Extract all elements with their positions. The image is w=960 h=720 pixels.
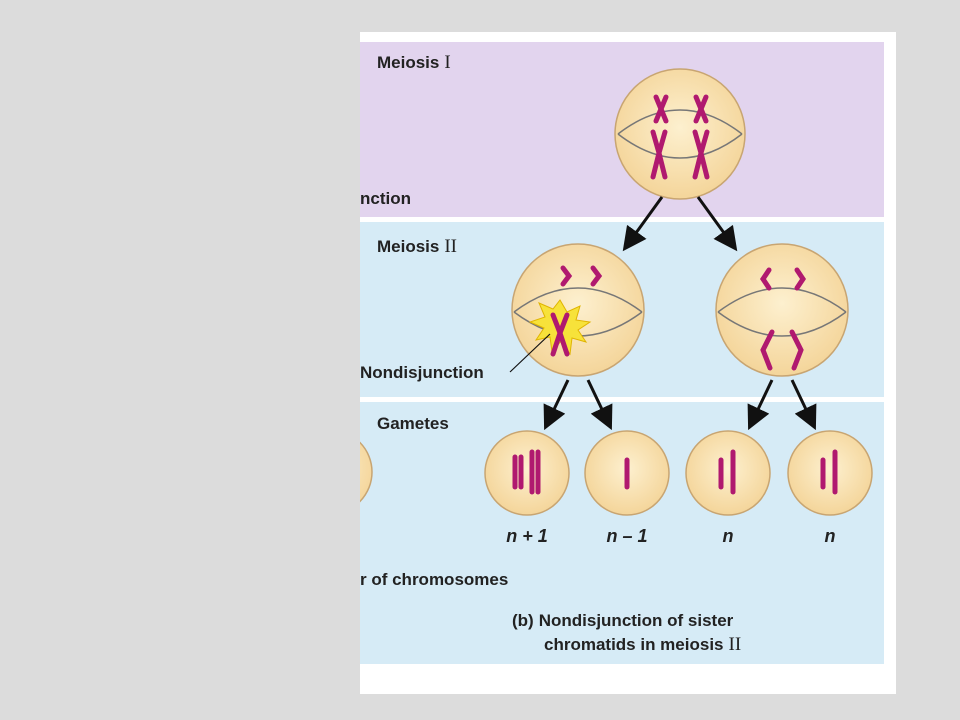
nondisjunction-partial-label: nction: [360, 189, 411, 208]
gamete-cell: [584, 430, 670, 516]
gamete-ploidy-label: n: [825, 526, 836, 546]
gamete-ploidy-label: n + 1: [506, 526, 548, 546]
meiosis-2-right-cell: [715, 243, 849, 377]
gametes-title: Gametes: [377, 414, 449, 433]
arrow: [543, 379, 570, 431]
gamete-cell: [484, 430, 570, 516]
gamete-ploidy-label: n: [723, 526, 734, 546]
chromosomes-partial-label: r of chromosomes: [360, 570, 508, 589]
arrow: [790, 379, 817, 431]
nondisjunction-pointer: [509, 333, 551, 373]
gamete-cell: [685, 430, 771, 516]
caption-line-1: (b)Nondisjunction of sister: [512, 611, 734, 630]
arrow: [696, 196, 738, 252]
gamete-cell: [787, 430, 873, 516]
partial-gamete-cell: [360, 441, 373, 503]
meiosis-1-cell: [614, 68, 746, 200]
nondisjunction-label: Nondisjunction: [360, 363, 484, 382]
gamete-ploidy-label: n – 1: [606, 526, 647, 546]
arrow: [747, 379, 774, 431]
arrow: [622, 196, 664, 252]
arrow: [586, 379, 613, 431]
chromosome-group: [650, 94, 710, 180]
meiosis-2-left-cell: [511, 243, 645, 377]
